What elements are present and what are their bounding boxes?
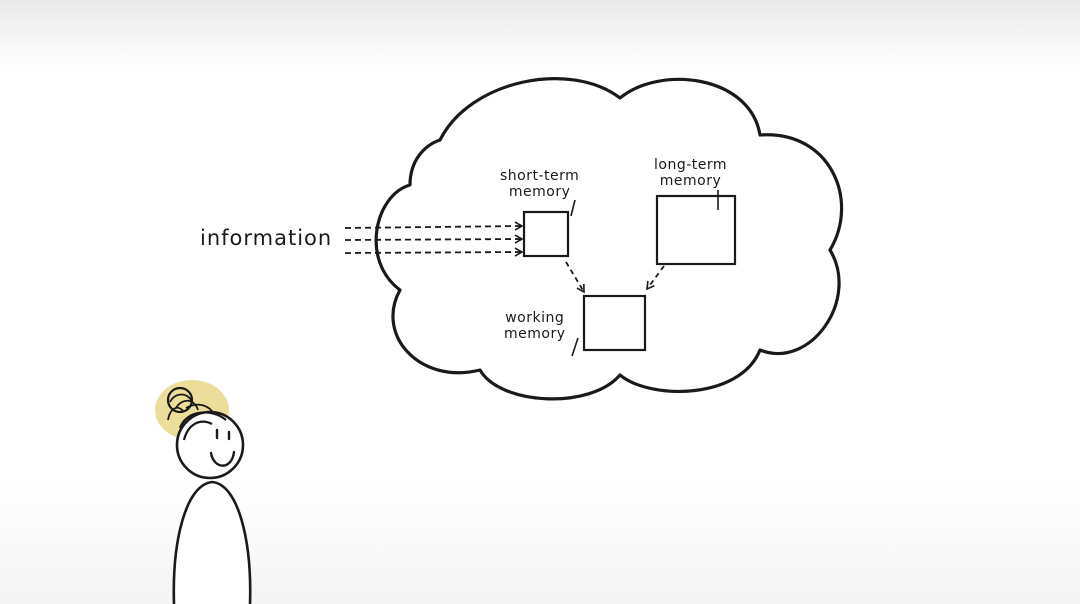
body xyxy=(172,480,252,604)
hair-strands xyxy=(167,393,215,421)
thought-cloud xyxy=(374,77,844,401)
working-memory-label-line2: memory xyxy=(504,326,566,342)
information-arrow-1 xyxy=(344,221,524,231)
information-label: information xyxy=(200,226,333,250)
information-arrow-2 xyxy=(344,234,524,244)
short-term-memory-box xyxy=(522,210,570,258)
short-term-leader xyxy=(570,199,576,217)
long-to-working-arrow xyxy=(646,265,665,291)
long-term-memory-box xyxy=(655,194,737,266)
head xyxy=(175,410,245,480)
hair-front xyxy=(178,411,227,441)
long-term-memory-label-line2: memory xyxy=(659,173,722,189)
working-memory-box xyxy=(582,294,647,352)
long-term-memory-label: long-term memory xyxy=(654,157,727,189)
working-memory-label-line1: working xyxy=(505,310,565,326)
long-term-memory-label-line1: long-term xyxy=(654,157,728,173)
working-leader xyxy=(571,337,579,357)
working-memory-label: working memory xyxy=(504,310,566,342)
smile xyxy=(209,450,236,467)
short-term-memory-label: short-term memory xyxy=(500,168,579,200)
person-figure xyxy=(155,380,252,604)
short-term-memory-label-line1: short-term xyxy=(500,168,580,184)
information-arrow-3 xyxy=(344,247,524,257)
short-to-working-arrow xyxy=(565,261,585,294)
short-term-memory-label-line2: memory xyxy=(508,184,571,200)
